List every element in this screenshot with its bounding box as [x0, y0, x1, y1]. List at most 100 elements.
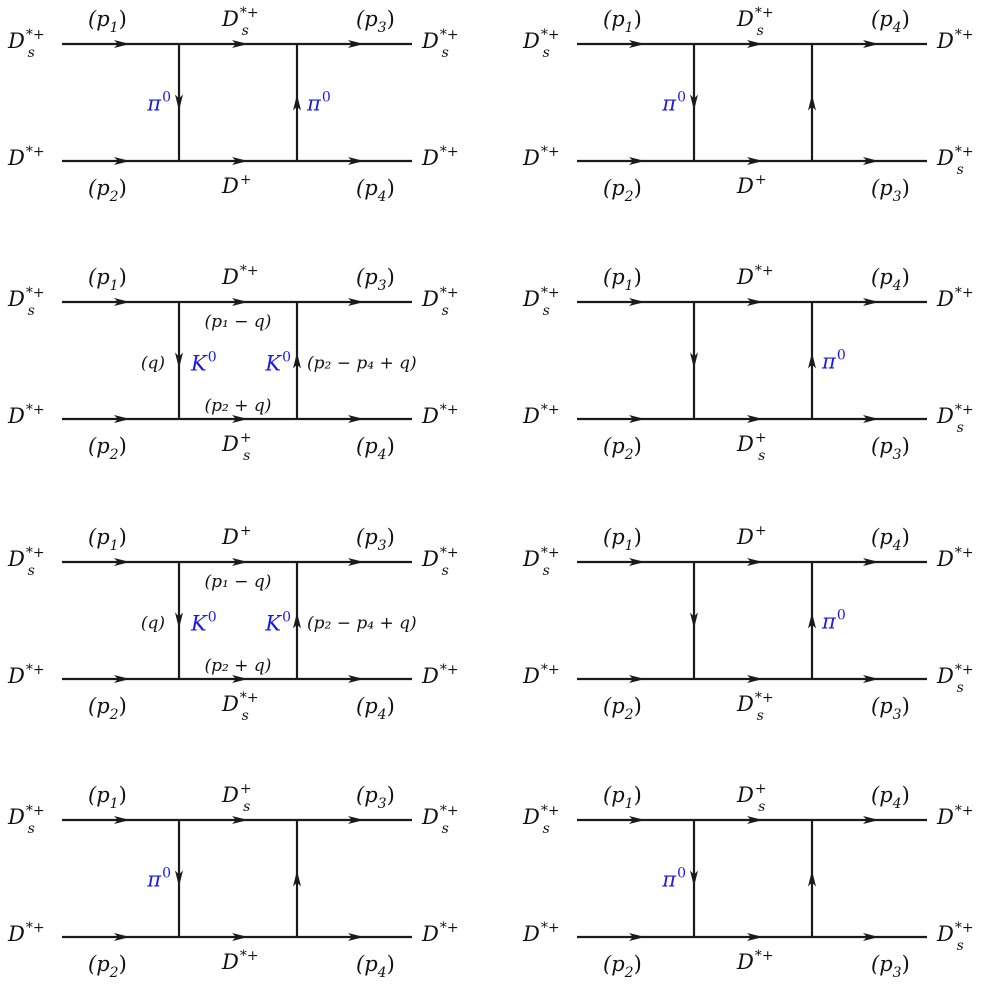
internal-top-label: D*+s [221, 5, 259, 39]
exchange-left-label: K0 [190, 350, 217, 376]
in-top-label: D*+s [7, 285, 45, 319]
arrow-top-1 [629, 40, 645, 48]
exchange-left-label: K0 [190, 610, 217, 636]
momentum-out-top: (p3) [356, 265, 395, 294]
in-bottom-label: D*+ [522, 144, 560, 170]
internal-bottom-label: D+ [221, 172, 252, 198]
loop-momentum-bottom: (p₂ + q) [205, 396, 272, 416]
momentum-in-bottom: (p2) [88, 952, 127, 981]
arrow-top-3 [863, 558, 879, 566]
momentum-in-top: (p1) [603, 783, 642, 812]
out-top-label: D*+ [936, 545, 974, 571]
momentum-out-bottom: (p4) [356, 176, 395, 205]
momentum-in-bottom: (p2) [603, 952, 642, 981]
arrow-bottom-2 [232, 157, 248, 165]
arrow-top-2 [747, 816, 763, 824]
exchange-left-label: π0 [661, 90, 686, 116]
internal-top-label: D+ [221, 523, 252, 549]
arrow-right-vertical [293, 870, 301, 887]
arrow-top-1 [114, 558, 130, 566]
exchange-right-label: π0 [306, 90, 331, 116]
loop-momentum-left: (q) [141, 354, 165, 374]
exchange-left-label: π0 [661, 866, 686, 892]
momentum-out-bottom: (p3) [871, 694, 910, 723]
arrow-bottom-3 [348, 415, 364, 423]
in-top-label: D*+s [7, 545, 45, 579]
arrow-top-1 [629, 298, 645, 306]
out-bottom-label: D*+s [936, 920, 974, 954]
in-top-label: D*+s [522, 285, 560, 319]
arrow-top-3 [863, 816, 879, 824]
internal-bottom-label: D*+s [736, 690, 774, 724]
arrow-left-vertical [690, 870, 698, 887]
arrow-right-vertical [808, 94, 816, 111]
out-top-label: D*+s [421, 27, 459, 61]
out-top-label: D*+s [421, 285, 459, 319]
loop-momentum-top: (p₁ − q) [205, 572, 272, 592]
in-bottom-label: D*+ [7, 662, 45, 688]
exchange-right-label: K0 [264, 350, 291, 376]
exchange-right-label: π0 [821, 608, 846, 634]
momentum-in-top: (p1) [88, 265, 127, 294]
arrow-top-1 [114, 298, 130, 306]
arrow-left-vertical [690, 352, 698, 369]
arrow-right-vertical [808, 352, 816, 369]
momentum-out-top: (p4) [871, 7, 910, 36]
out-top-label: D*+s [421, 545, 459, 579]
out-bottom-label: D*+ [421, 920, 459, 946]
feynman-diagram-7: D*+sD*+D*+sD*+(p1)(p2)(p3)(p4)D+sD*+π0 [7, 781, 459, 981]
momentum-out-bottom: (p4) [356, 952, 395, 981]
arrow-bottom-3 [863, 933, 879, 941]
arrow-top-3 [348, 40, 364, 48]
arrow-bottom-3 [348, 933, 364, 941]
arrow-top-3 [348, 558, 364, 566]
internal-bottom-label: D+ [736, 172, 767, 198]
in-bottom-label: D*+ [7, 920, 45, 946]
arrow-bottom-1 [114, 675, 130, 683]
in-bottom-label: D*+ [7, 144, 45, 170]
momentum-in-top: (p1) [88, 7, 127, 36]
internal-bottom-label: D+s [736, 430, 767, 464]
exchange-right-label: K0 [264, 610, 291, 636]
in-top-label: D*+s [7, 27, 45, 61]
momentum-out-top: (p4) [871, 783, 910, 812]
arrow-bottom-1 [629, 415, 645, 423]
loop-momentum-right: (p₂ − p₄ + q) [307, 614, 417, 634]
arrow-top-2 [747, 40, 763, 48]
arrow-top-2 [232, 558, 248, 566]
arrow-left-vertical [175, 870, 183, 887]
arrow-bottom-3 [348, 675, 364, 683]
momentum-out-bottom: (p4) [356, 694, 395, 723]
loop-momentum-left: (q) [141, 614, 165, 634]
arrow-bottom-2 [232, 933, 248, 941]
momentum-in-bottom: (p2) [88, 176, 127, 205]
momentum-in-bottom: (p2) [603, 434, 642, 463]
momentum-out-bottom: (p4) [356, 434, 395, 463]
out-bottom-label: D*+s [936, 144, 974, 178]
arrow-bottom-2 [747, 933, 763, 941]
internal-bottom-label: D+s [221, 430, 252, 464]
arrow-right-vertical [808, 870, 816, 887]
exchange-right-label: π0 [821, 348, 846, 374]
internal-bottom-label: D*+s [221, 690, 259, 724]
momentum-out-bottom: (p3) [871, 952, 910, 981]
feynman-diagram-4: D*+sD*+D*+D*+s(p1)(p2)(p4)(p3)D*+D+sπ0 [522, 263, 974, 464]
arrow-left-vertical [175, 612, 183, 629]
arrow-right-vertical [808, 612, 816, 629]
momentum-in-bottom: (p2) [603, 176, 642, 205]
arrow-bottom-3 [348, 157, 364, 165]
out-top-label: D*+ [936, 27, 974, 53]
internal-top-label: D+s [221, 781, 252, 815]
internal-bottom-label: D*+ [221, 948, 259, 974]
momentum-in-top: (p1) [603, 525, 642, 554]
arrow-top-2 [747, 558, 763, 566]
arrow-top-2 [232, 40, 248, 48]
momentum-out-top: (p3) [356, 783, 395, 812]
arrow-top-2 [232, 816, 248, 824]
momentum-in-bottom: (p2) [88, 694, 127, 723]
momentum-out-top: (p3) [356, 525, 395, 554]
in-top-label: D*+s [522, 27, 560, 61]
arrow-bottom-1 [629, 933, 645, 941]
